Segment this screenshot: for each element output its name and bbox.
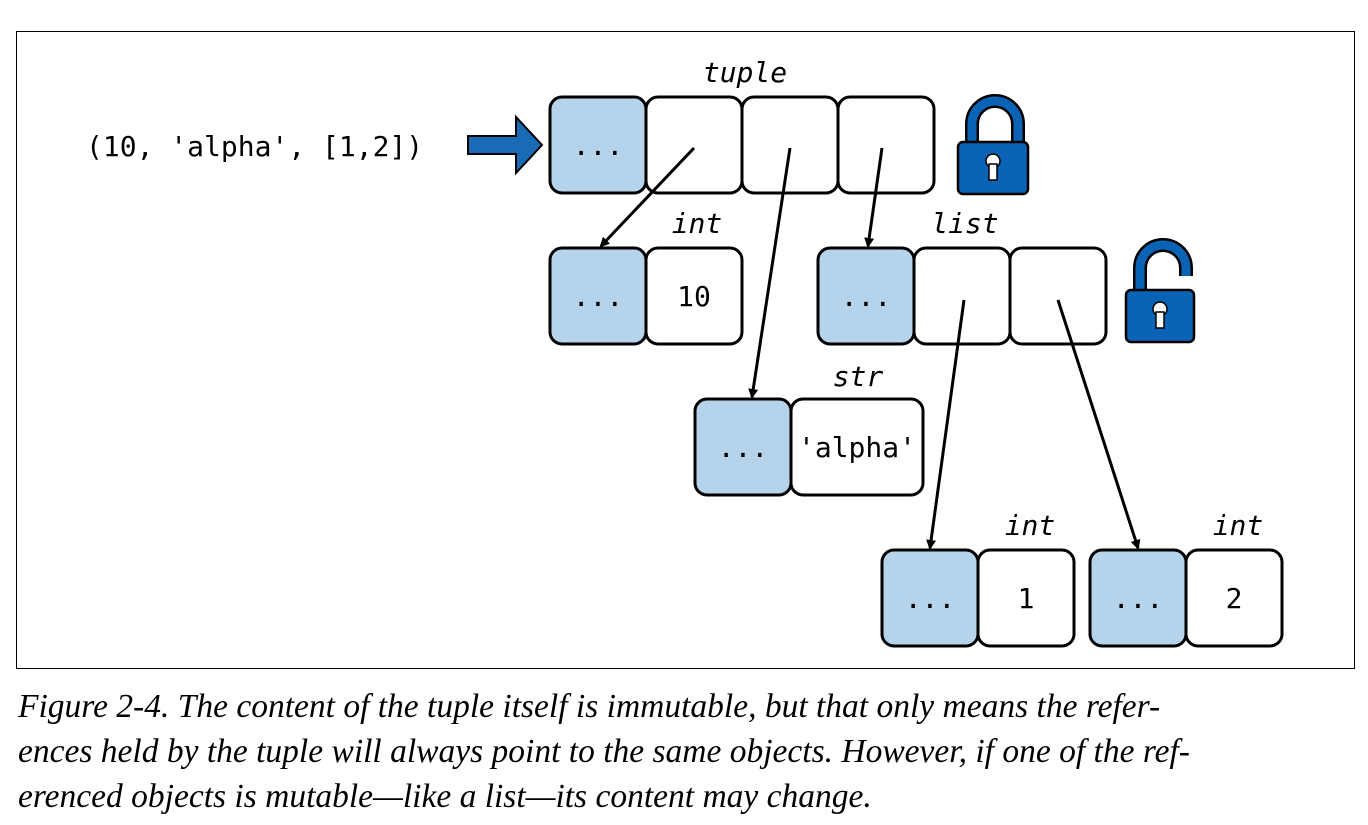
- ref-arrow-list-to-int-1: [926, 299, 966, 550]
- int-2-object: int ... 2: [1088, 509, 1284, 648]
- list-type-label: list: [931, 207, 998, 240]
- tuple-slot-2: [836, 95, 936, 195]
- lock-open-icon: [1124, 238, 1196, 344]
- ref-arrow-list-to-int-2: [1056, 299, 1141, 550]
- list-object: list ...: [816, 207, 1108, 346]
- list-header-text: ...: [841, 280, 892, 313]
- int-10-header-text: ...: [573, 280, 624, 313]
- caption-line: Figure 2-4. The content of the tuple its…: [18, 688, 1161, 725]
- int-2-value-text: 2: [1226, 582, 1243, 615]
- list-slot-1: [1008, 246, 1108, 346]
- lock-closed-icon: [956, 94, 1030, 196]
- int-1-header-text: ...: [905, 582, 956, 615]
- ref-arrow-tuple-to-int-10: [599, 146, 696, 248]
- tuple-expression: (10, 'alpha', [1,2]): [86, 130, 423, 163]
- str-type-label: str: [833, 360, 884, 393]
- ref-arrow-tuple-to-list: [864, 147, 884, 248]
- int-2-value-cell: [1184, 548, 1284, 648]
- str-object: str ... 'alpha': [693, 360, 925, 497]
- int-1-value-cell: [976, 548, 1076, 648]
- list-slot-0: [912, 246, 1012, 346]
- tuple-slot-0: [644, 95, 744, 195]
- pointer-arrow-icon: [467, 114, 544, 176]
- int-1-type-label: int: [1005, 509, 1056, 542]
- int-2-type-label: int: [1213, 509, 1264, 542]
- tuple-object: tuple ...: [548, 56, 936, 195]
- tuple-type-label: tuple: [703, 56, 787, 89]
- ref-arrow-tuple-to-str: [748, 147, 792, 399]
- str-header-text: ...: [718, 431, 769, 464]
- figure-caption: Figure 2-4. The content of the tuple its…: [18, 684, 1353, 819]
- tuple-header-text: ...: [573, 129, 624, 162]
- int-10-type-label: int: [672, 207, 723, 240]
- caption-line: ences held by the tuple will always poin…: [18, 733, 1190, 770]
- int-1-object: int ... 1: [880, 509, 1076, 648]
- str-value-cell: [789, 397, 925, 497]
- int-10-object: int ... 10: [548, 207, 744, 346]
- str-value-text: 'alpha': [798, 431, 916, 464]
- int-1-value-text: 1: [1018, 582, 1035, 615]
- caption-line: erenced objects is mutable—like a list—i…: [18, 778, 872, 815]
- tuple-slot-1: [740, 95, 840, 195]
- int-10-value-text: 10: [677, 280, 711, 313]
- int-2-header-text: ...: [1113, 582, 1164, 615]
- int-10-value-cell: [644, 246, 744, 346]
